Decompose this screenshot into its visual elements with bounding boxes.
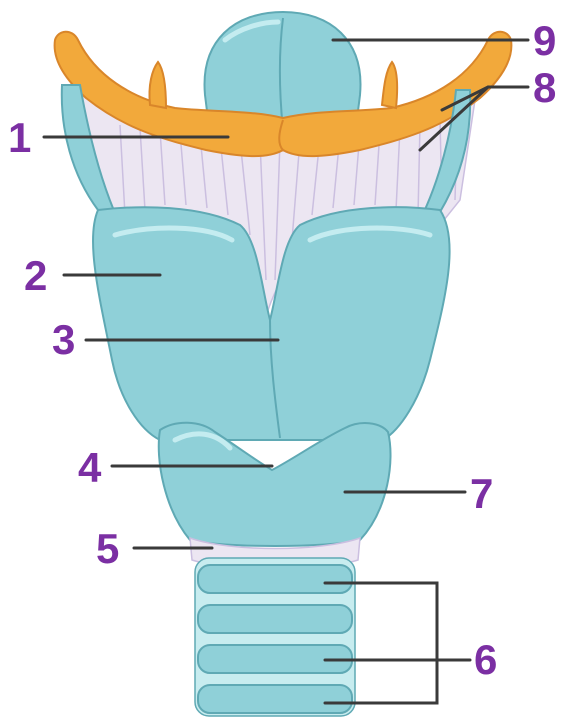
callout-number-2: 2: [24, 252, 47, 299]
callout-number-5: 5: [96, 525, 119, 572]
callout-number-8: 8: [533, 64, 556, 111]
cricoid-cartilage: [159, 423, 391, 546]
callout-number-6: 6: [474, 636, 497, 683]
callout-number-3: 3: [52, 316, 75, 363]
callout-number-7: 7: [470, 470, 493, 517]
tracheal-ring: [198, 605, 352, 633]
tracheal-ring: [198, 565, 352, 593]
callout-number-9: 9: [533, 17, 556, 64]
callout-number-4: 4: [78, 444, 102, 491]
tracheal-ring: [198, 685, 352, 713]
callout-number-1: 1: [8, 114, 31, 161]
